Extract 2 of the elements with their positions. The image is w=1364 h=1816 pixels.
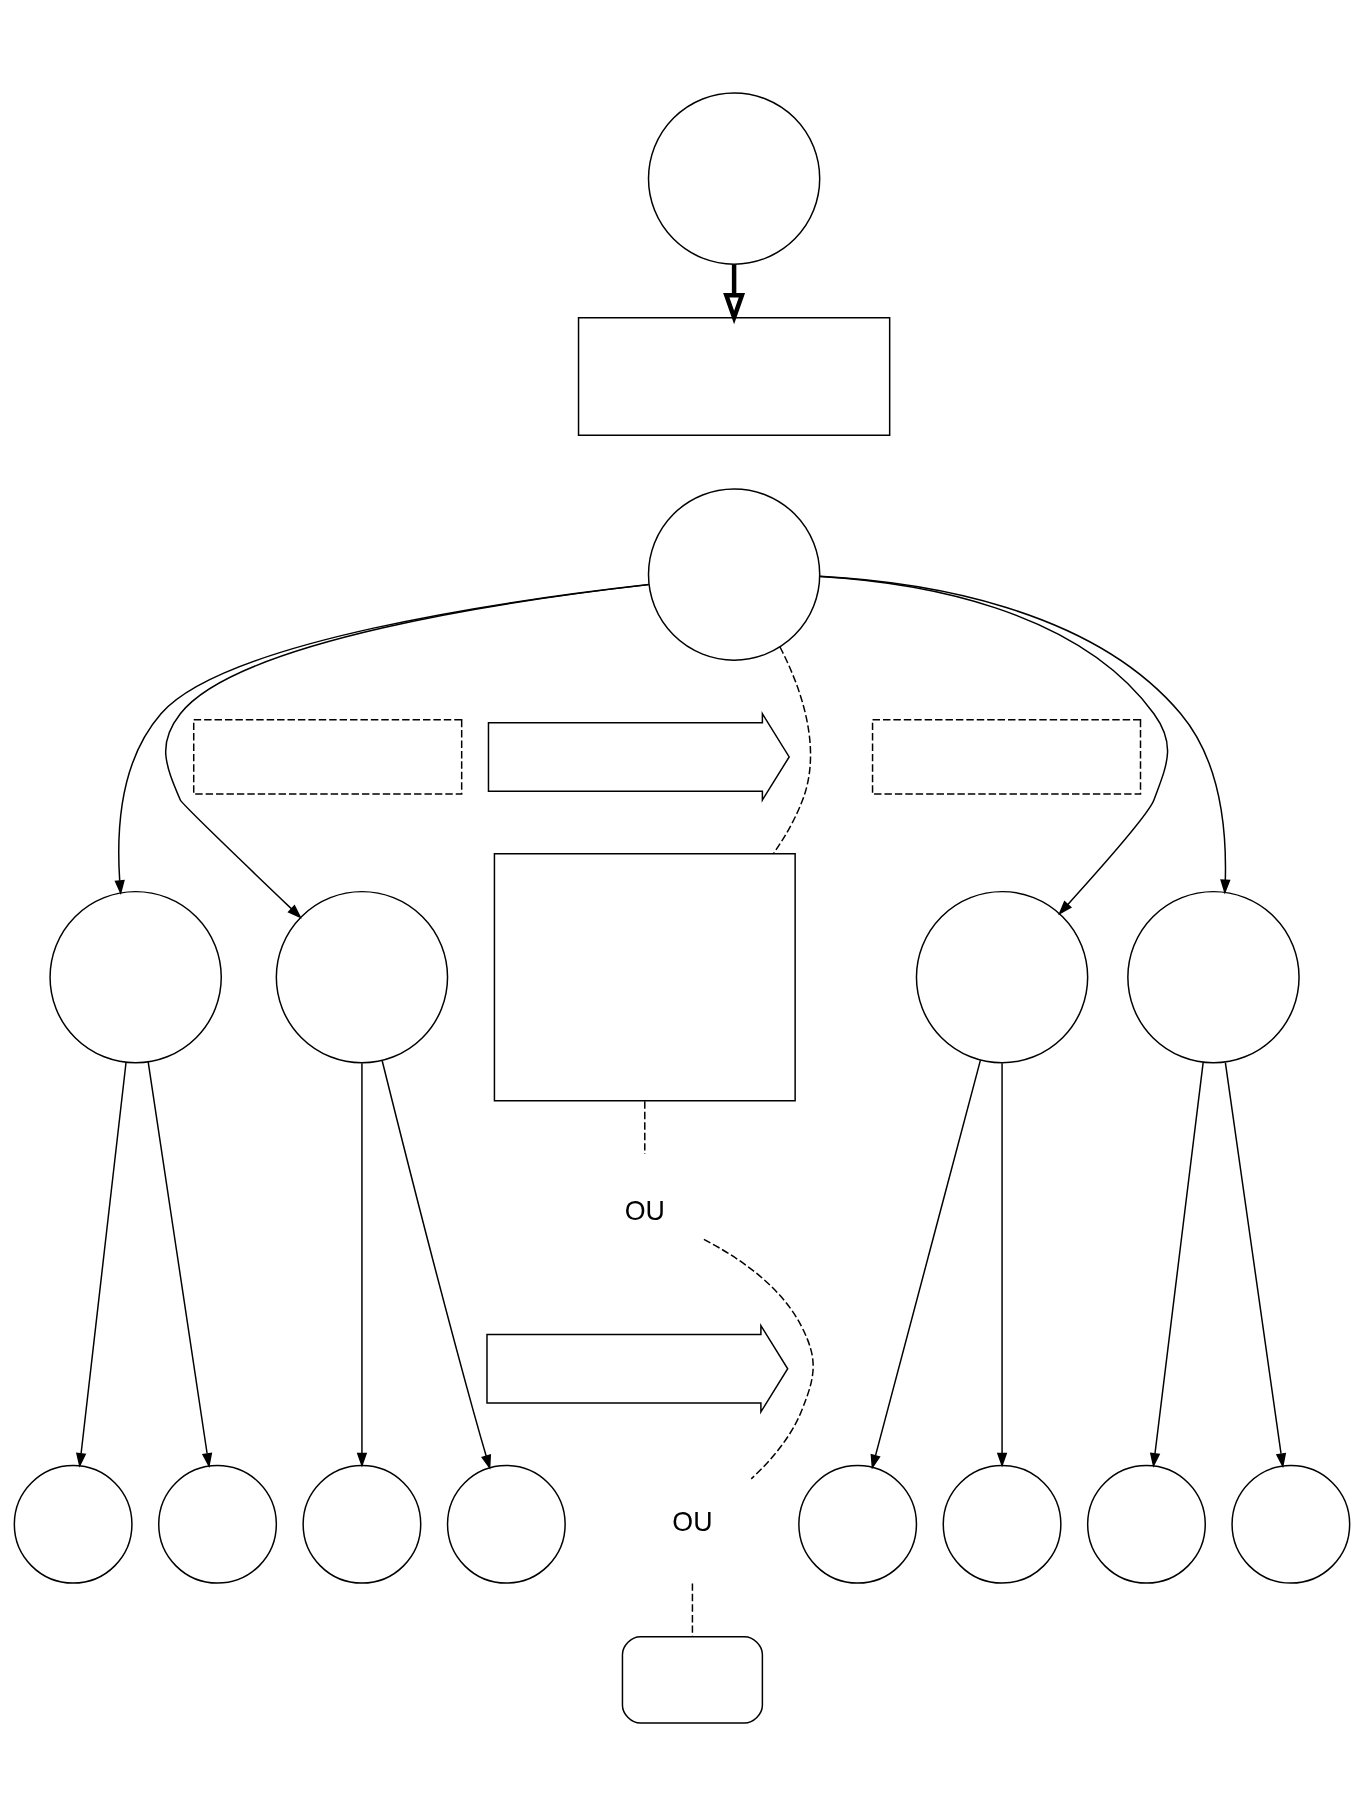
node-text: OU bbox=[624, 1195, 665, 1226]
node-text: OU bbox=[672, 1506, 713, 1537]
